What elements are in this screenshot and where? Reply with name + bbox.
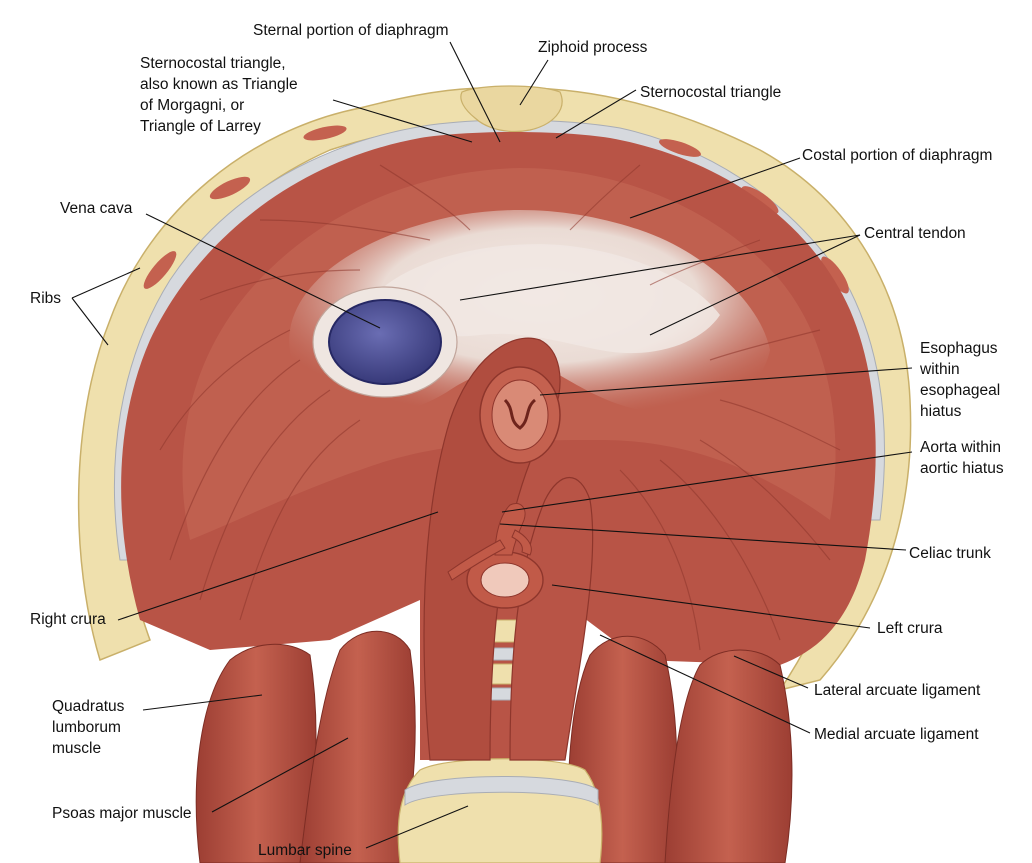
quadratus-lumborum-right xyxy=(195,643,317,863)
intervertebral-disc xyxy=(404,776,599,806)
leader-costal-portion xyxy=(629,157,801,219)
label-central-tendon: Central tendon xyxy=(864,225,966,242)
leader-ribs-a xyxy=(71,267,141,299)
vertebral-body xyxy=(397,758,603,863)
label-ziphoid-process: Ziphoid process xyxy=(538,39,648,56)
label-right-crura: Right crura xyxy=(30,611,106,628)
label-esophagus: Esophagus within esophageal hiatus xyxy=(919,340,1004,420)
leader-central-tendon-a xyxy=(459,234,861,301)
label-celiac-trunk: Celiac trunk xyxy=(909,545,991,562)
label-lumbar-spine: Lumbar spine xyxy=(258,842,352,859)
celiac-branch-left xyxy=(447,539,506,581)
quadratus-lumborum-left xyxy=(664,649,793,863)
label-vena-cava: Vena cava xyxy=(60,200,133,217)
aorta-shape xyxy=(447,503,544,609)
leader-psoas xyxy=(211,737,349,813)
leader-lines xyxy=(71,41,913,849)
vena-cava-shape xyxy=(312,286,458,398)
rib-segment xyxy=(658,139,702,157)
leader-quadratus xyxy=(142,694,263,711)
rib-segment xyxy=(303,125,347,141)
label-medial-arcuate: Medial arcuate ligament xyxy=(814,726,979,743)
aorta-lumen xyxy=(480,562,530,598)
vena-cava-opening xyxy=(328,299,442,385)
label-costal-portion: Costal portion of diaphragm xyxy=(802,147,992,164)
leader-sternal-portion xyxy=(449,41,501,143)
leader-lateral-arcuate xyxy=(733,655,809,689)
leader-aorta xyxy=(501,451,913,513)
leader-lumbar-spine xyxy=(365,805,469,849)
esophagus-lumen xyxy=(491,379,549,451)
leader-esophagus xyxy=(539,367,913,396)
rib-segment xyxy=(209,176,251,200)
esophagus-folds xyxy=(503,398,537,430)
label-sternocostal-morgagni: Sternocostal triangle, also known as Tri… xyxy=(140,55,302,135)
leader-celiac xyxy=(499,523,907,551)
label-lateral-arcuate: Lateral arcuate ligament xyxy=(814,682,981,699)
leader-ribs-b xyxy=(71,297,109,346)
label-aorta: Aorta within aortic hiatus xyxy=(920,439,1005,477)
leader-ziphoid xyxy=(519,59,549,106)
leader-sternocostal-triangle xyxy=(555,89,637,139)
leader-sternocostal-morgagni xyxy=(332,99,473,143)
leader-left-crura xyxy=(551,584,871,629)
celiac-branch-right xyxy=(511,529,532,556)
leader-central-tendon-b xyxy=(649,234,861,336)
leader-vena-cava xyxy=(145,213,381,329)
leader-medial-arcuate xyxy=(599,634,811,734)
label-ribs: Ribs xyxy=(30,290,61,307)
label-sternal-portion: Sternal portion of diaphragm xyxy=(253,22,449,39)
rib-segment xyxy=(741,186,779,214)
rib-segment xyxy=(143,251,177,289)
label-sternocostal-triangle: Sternocostal triangle xyxy=(640,84,781,101)
labels: Sternal portion of diaphragm Ziphoid pro… xyxy=(30,22,1005,859)
rib-segment xyxy=(821,256,849,294)
label-left-crura: Left crura xyxy=(877,620,943,637)
label-quadratus: Quadratus lumborum muscle xyxy=(52,698,129,757)
muscle-fibres xyxy=(159,164,841,651)
xiphoid-process-shape xyxy=(460,85,563,133)
label-psoas: Psoas major muscle xyxy=(52,805,192,822)
esophagus-shape xyxy=(479,366,561,464)
leader-right-crura xyxy=(117,511,439,621)
